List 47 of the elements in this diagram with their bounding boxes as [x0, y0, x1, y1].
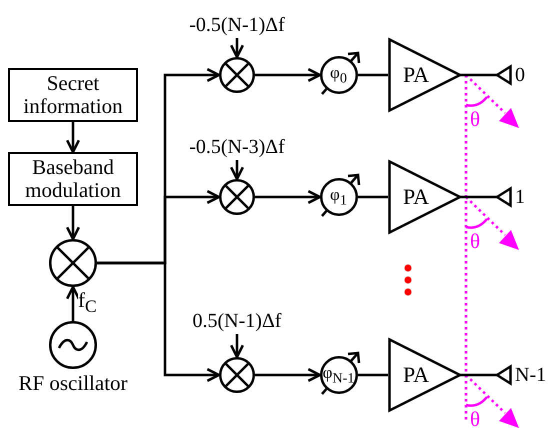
- connector-line: [460, 74, 497, 76]
- connector-line: [358, 74, 388, 76]
- amplifier-label: PA: [402, 62, 430, 88]
- mixer-circle: [49, 239, 97, 287]
- element-index: N-1: [515, 363, 546, 387]
- connector-line: [66, 206, 80, 240]
- box-label: Baseband modulation: [24, 156, 122, 202]
- connector-line: [66, 286, 80, 321]
- connector-line: [255, 68, 322, 82]
- angle-label: θ: [470, 408, 480, 430]
- angle-label: θ: [470, 230, 480, 252]
- mixer-circle: [219, 357, 255, 393]
- amplifier-triangle: [388, 160, 460, 234]
- connector-line: [460, 374, 497, 376]
- angle-label: θ: [470, 108, 480, 130]
- connector-line: [358, 196, 388, 198]
- antenna-symbol: [497, 187, 512, 207]
- connector-line: [255, 368, 322, 382]
- process-box: [8, 68, 138, 122]
- connector-line: [66, 122, 80, 154]
- connector-line: [460, 196, 497, 198]
- amplifier-triangle: [388, 338, 460, 412]
- antenna-symbol: [497, 65, 512, 85]
- phase-label: φ$_{1}$: [330, 184, 347, 210]
- connector-line: [358, 374, 388, 376]
- frequency-label: 0.5(N-1)Δf: [177, 308, 297, 334]
- process-box: [8, 152, 138, 206]
- amplifier-label: PA: [402, 184, 430, 210]
- amplifier-label: PA: [402, 362, 430, 388]
- mixer-circle: [219, 57, 255, 93]
- mixer-circle: [219, 179, 255, 215]
- oscillator-circle: [49, 321, 97, 369]
- element-index: 0: [515, 63, 525, 87]
- frequency-label: -0.5(N-3)Δf: [177, 134, 297, 160]
- box-label: Secret information: [22, 72, 124, 118]
- amplifier-triangle: [388, 38, 460, 112]
- connector-line: [97, 262, 220, 382]
- element-index: 1: [515, 185, 525, 209]
- phase-label: φ$_{N-1}$: [322, 362, 354, 388]
- connector-line: [255, 190, 322, 204]
- connector-line: [230, 334, 244, 358]
- connector-line: [230, 38, 244, 58]
- antenna-symbol: [497, 365, 512, 385]
- phase-label: φ$_{0}$: [330, 62, 347, 88]
- frequency-label: -0.5(N-1)Δf: [177, 12, 297, 38]
- node-caption: RF oscillator: [17, 371, 129, 396]
- connector-line: [230, 160, 244, 180]
